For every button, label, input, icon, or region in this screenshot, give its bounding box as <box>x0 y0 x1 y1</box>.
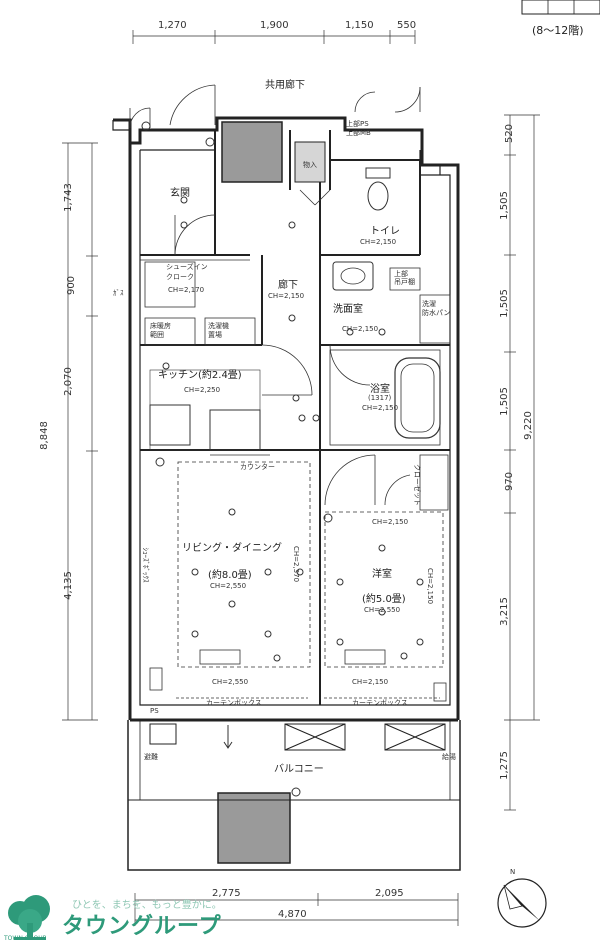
room-storage: 物入 <box>303 161 317 169</box>
meter-label: 上部PS 上部MB <box>346 120 371 137</box>
bottom-total-dim: 4,870 <box>278 909 307 920</box>
logo-name: タウングループ <box>62 914 222 939</box>
room-living-dining: リビング・ダイニング <box>182 543 282 554</box>
floor-heat-label: 床暖房 範囲 <box>150 322 171 339</box>
western-side-ch: CH=2,150 <box>426 567 435 605</box>
curtain-box-right: カーテンボックス <box>352 699 408 707</box>
living-bottom-ch: CH=2,550 <box>212 678 249 686</box>
counter-label: カウンター <box>240 463 275 471</box>
left-dim-4: 4,135 <box>62 571 74 600</box>
room-western: 洋室 <box>372 569 392 580</box>
compass-symbol <box>497 878 547 928</box>
room-shoes-ch: CH=2,170 <box>168 286 205 294</box>
living-side-ch: CH=2,370 <box>292 545 301 583</box>
curtain-box-left: カーテンボックス <box>206 699 262 707</box>
right-dim-2: 1,505 <box>498 191 510 220</box>
room-kitchen-ch: CH=2,250 <box>184 386 221 394</box>
top-dim-1: 1,270 <box>158 20 187 31</box>
western-closet-label: クローゼット <box>413 464 421 506</box>
living-side-label: ｼｭｰｽﾞﾎﾞｯｸｽ <box>141 547 150 583</box>
tree-logo-icon <box>8 895 50 940</box>
pipe-label: 給湯 <box>442 753 456 761</box>
left-dim-1: 1,743 <box>62 183 74 212</box>
room-western-ch: CH=2,550 <box>364 606 401 614</box>
room-western-size: (約5.0畳) <box>362 594 406 605</box>
room-toilet: トイレ <box>370 226 400 237</box>
pipe-shaft-top <box>221 121 283 183</box>
western-top-ch: CH=2,150 <box>372 518 409 526</box>
right-dim-1: 520 <box>504 123 516 144</box>
right-dim-4: 1,505 <box>498 387 510 416</box>
room-entrance: 玄関 <box>170 188 190 199</box>
room-shoes-closet: シューズイン クローク <box>166 263 208 281</box>
evacuation-label: 避難 <box>144 753 158 761</box>
bottom-dim-2: 2,095 <box>375 888 404 899</box>
room-living-ch: CH=2,550 <box>210 582 247 590</box>
western-bottom-ch: CH=2,150 <box>352 678 389 686</box>
top-dim-2: 1,900 <box>260 20 289 31</box>
left-total-dim: 8,848 <box>38 421 50 450</box>
room-toilet-ch: CH=2,150 <box>360 238 397 246</box>
left-dim-3: 2,070 <box>62 367 74 396</box>
logo-sub: TOWN GROUP <box>4 935 47 942</box>
room-washroom-ch: CH=2,150 <box>342 325 379 333</box>
room-living-size: (約8.0畳) <box>208 570 252 581</box>
room-bath: 浴室 <box>370 384 390 395</box>
top-dim-4: 550 <box>397 20 417 31</box>
laundry-pan-label: 洗濯 防水パン <box>422 300 451 317</box>
floors-label: (8～12階) <box>532 24 584 37</box>
right-dim-5: 970 <box>504 471 516 492</box>
bottom-dim-1: 2,775 <box>212 888 241 899</box>
room-kitchen: キッチン(約2.4畳) <box>158 370 242 381</box>
left-dim-2: 900 <box>66 275 78 296</box>
room-hall-ch: CH=2,150 <box>268 292 305 300</box>
right-dim-3: 1,505 <box>498 289 510 318</box>
balcony-label: バルコニー <box>274 764 324 775</box>
right-dim-7: 1,275 <box>498 751 510 780</box>
top-dim-3: 1,150 <box>345 20 374 31</box>
room-bath-size: (1317) <box>368 394 392 402</box>
common-corridor-label: 共用廊下 <box>265 80 305 91</box>
gas-label: ｶﾞｽ <box>113 289 124 297</box>
pipe-shaft-bottom <box>217 792 291 864</box>
laundry-area-label: 洗濯機 置場 <box>208 322 229 339</box>
room-washroom: 洗面室 <box>333 304 363 315</box>
right-dim-6: 3,215 <box>498 597 510 626</box>
room-hall: 廊下 <box>278 280 298 291</box>
ps-label: PS <box>150 707 159 715</box>
right-total-dim: 9,220 <box>522 411 534 440</box>
logo-tagline: ひとを、まちを、もっと豊かに。 <box>72 900 222 911</box>
upper-cabinet-label: 上部 吊戸棚 <box>394 270 415 286</box>
compass-north: N <box>510 868 516 876</box>
floors-box <box>521 0 600 15</box>
room-bath-ch: CH=2,150 <box>362 404 399 412</box>
